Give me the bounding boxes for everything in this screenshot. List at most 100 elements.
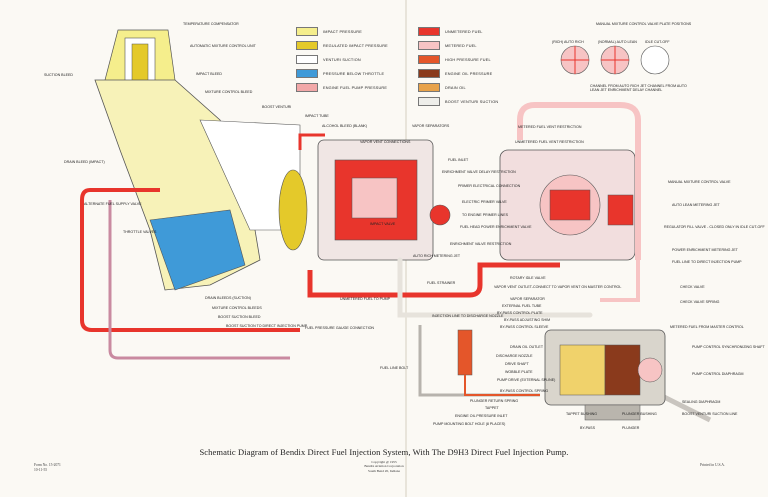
callout-mix-bleeds: MIXTURE CONTROL BLEEDS <box>212 306 262 310</box>
return-fuel-line <box>80 188 300 332</box>
legend-label: HIGH PRESSURE FUEL <box>445 57 491 62</box>
legend-swatch <box>418 83 440 92</box>
legend-swatch <box>296 69 318 78</box>
callout-tappet-bushing: TAPPET BUSHING <box>566 412 598 416</box>
callout-bypass-plate: BY-PASS CONTROL PLATE <box>497 311 543 315</box>
callout-fuel-strainer: FUEL STRAINER <box>427 281 456 285</box>
callout-bypass-shim: BY-PASS ADJUSTING SHIM <box>504 318 551 322</box>
callout-power-enrich: POWER ENRICHMENT METERING JET <box>672 248 738 252</box>
legend-swatch <box>418 97 440 106</box>
grey-line-b <box>418 325 540 397</box>
callout-injection-line: INJECTION LINE TO DISCHARGE NOZZLE <box>432 314 504 318</box>
boost-suction-line <box>108 200 290 360</box>
form-date: 10-11-55 <box>34 468 48 472</box>
callout-bypass-spring: BY-PASS CONTROL SPRING <box>500 389 549 393</box>
callout-mix-bleed: MIXTURE CONTROL BLEED <box>205 90 253 94</box>
callout-unmetered-vent: UNMETERED FUEL VENT RESTRICTION <box>515 140 584 144</box>
legend-swatch <box>418 55 440 64</box>
callout-metered-from: METERED FUEL FROM MASTER CONTROL <box>670 325 744 329</box>
callout-suction-bleed: SUCTION BLEED <box>44 73 73 77</box>
legend-label: BOOST VENTURI SUCTION <box>445 99 499 104</box>
callout-unmetered-to: UNMETERED FUEL TO PUMP <box>340 297 391 301</box>
callout-tappet: TAPPET <box>485 406 499 410</box>
legend-swatch <box>296 41 318 50</box>
form-number: Form No. 15-2071 <box>34 463 61 467</box>
legend-label: DRAIN OIL <box>445 85 466 90</box>
manual-mixture-plates <box>560 45 670 75</box>
callout-sealing-diaph: SEALING DIAPHRAGM <box>682 400 721 404</box>
callout-check-valve: CHECK VALVE <box>680 285 705 289</box>
callout-rotary-idle: ROTARY IDLE VALVE <box>510 276 546 280</box>
legend-item: UNMETERED FUEL <box>418 26 483 37</box>
callout-bypass-sleeve: BY-PASS CONTROL SLEEVE <box>500 325 549 329</box>
callout-fuel-gauge: FUEL PRESSURE GAUGE CONNECTION <box>305 326 374 330</box>
callout-plunger-return: PLUNGER RETURN SPRING <box>470 399 519 403</box>
legend-label: REGULATED IMPACT PRESSURE <box>323 43 388 48</box>
callout-enrich-delay: ENRICHMENT VALVE DELAY RESTRICTION <box>442 170 516 174</box>
legend-item: METERED FUEL <box>418 40 477 51</box>
callout-oil-inlet: ENGINE OIL PRESSURE INLET <box>455 414 508 418</box>
callout-alcohol-bleed: ALCOHOL BLEED (BLANK) <box>322 124 368 128</box>
callout-manual-mix: MANUAL MIXTURE CONTROL VALVE <box>668 180 731 184</box>
vent-tube-loop <box>517 102 641 260</box>
legend-item: ENGINE OIL PRESSURE <box>418 68 492 79</box>
callout-fuel-line-bolt: FUEL LINE BOLT <box>380 366 409 370</box>
callout-auto-lean: AUTO LEAN METERING JET <box>672 203 720 207</box>
boost-venturi-suction-line <box>657 340 712 423</box>
fuel-metering-unit <box>499 149 636 261</box>
callout-regulator-fill: REGULATOR FILL VALVE - CLOSED ONLY IN ID… <box>664 225 765 229</box>
legend-item: DRAIN OIL <box>418 82 466 93</box>
legend-label: UNMETERED FUEL <box>445 29 483 34</box>
diagram-title: Schematic Diagram of Bendix Direct Fuel … <box>199 447 569 457</box>
plate-label-idle: IDLE CUT-OFF <box>645 40 670 44</box>
plate-label-normal: (NORMAL) AUTO LEAN <box>598 40 637 44</box>
legend-item: PRESSURE BELOW THROTTLE <box>296 68 384 79</box>
callout-vapor-vent: VAPOR VENT CONNECTIONS <box>360 140 411 144</box>
unmetered-fuel-line <box>307 262 560 298</box>
legend-swatch <box>296 83 318 92</box>
callout-vapor-separator: VAPOR SEPARATOR <box>510 297 545 301</box>
callout-alt-fuel: ALTERNATE FUEL SUPPLY VALVE <box>84 202 142 206</box>
legend-swatch <box>296 55 318 64</box>
callout-drain-bleeds: DRAIN BLEEDS (SUCTION) <box>205 296 251 300</box>
fuel-regulator <box>317 139 451 261</box>
callout-enrich-restr: ENRICHMENT VALVE RESTRICTION <box>450 242 512 246</box>
callout-pump-ctrl-shaft: PUMP CONTROL SYNCHRONIZING SHAFT <box>692 345 765 349</box>
legend-label: PRESSURE BELOW THROTTLE <box>323 71 385 76</box>
callout-check-spring: CHECK VALVE SPRING <box>680 300 720 304</box>
metered-fuel-line <box>600 260 640 302</box>
callout-plunger: PLUNGER <box>622 426 640 430</box>
callout-vapor-vent-outlet: VAPOR VENT OUTLET-CONNECT TO VAPOR VENT … <box>494 285 622 289</box>
callout-metered-vent: METERED FUEL VENT RESTRICTION <box>518 125 582 129</box>
fuel-inlet-line <box>298 133 325 150</box>
direct-injection-pump <box>544 329 666 421</box>
callout-ext-fuel-tube: EXTERNAL FUEL TUBE <box>502 304 542 308</box>
callout-elec-primer: ELECTRIC PRIMER VALVE <box>462 200 507 204</box>
callout-impact-valve: IMPACT VALVE <box>370 222 396 226</box>
callout-bypass: BY-PASS <box>580 426 595 430</box>
callout-pump-drive: PUMP DRIVE (EXTERNAL SPLINE) <box>497 378 556 382</box>
callout-boost-venturi: BOOST VENTURI <box>262 105 292 109</box>
legend-swatch <box>418 27 440 36</box>
callout-impact-tube: IMPACT TUBE <box>305 114 329 118</box>
callout-plunger-bushing: PLUNGER BUSHING <box>622 412 657 416</box>
callout-wobble: WOBBLE PLATE <box>505 370 533 374</box>
legend-item: ENGINE FUEL PUMP PRESSURE <box>296 82 387 93</box>
legend-item: BOOST VENTURI SUCTION <box>418 96 498 107</box>
callout-vapor-sep: VAPOR SEPARATORS <box>412 124 450 128</box>
legend-label: VENTURI SUCTION <box>323 57 361 62</box>
discharge-nozzle-unit <box>457 329 540 396</box>
callout-throttle: THROTTLE VALVES <box>123 230 157 234</box>
air-scoop-throat <box>94 79 308 291</box>
callout-auto-mix: AUTOMATIC MIXTURE CONTROL UNIT <box>190 44 256 48</box>
callout-fuel-head: FUEL HEAD POWER ENRICHMENT VALVE <box>460 225 532 229</box>
printed-in: Printed in U.S.A. <box>700 463 725 467</box>
callout-drain-oil-outlet: DRAIN OIL OUTLET <box>510 345 544 349</box>
callout-drain-bleed: DRAIN BLEED (IMPACT) <box>64 160 105 164</box>
credit-line: South Bend 20, Indiana <box>367 468 401 473</box>
callout-boost-suction-pump: BOOST SUCTION TO DIRECT INJECTION PUMP <box>226 324 308 328</box>
callout-mount-bolt: PUMP MOUNTING BOLT HOLE (8 PLACES) <box>433 422 506 426</box>
